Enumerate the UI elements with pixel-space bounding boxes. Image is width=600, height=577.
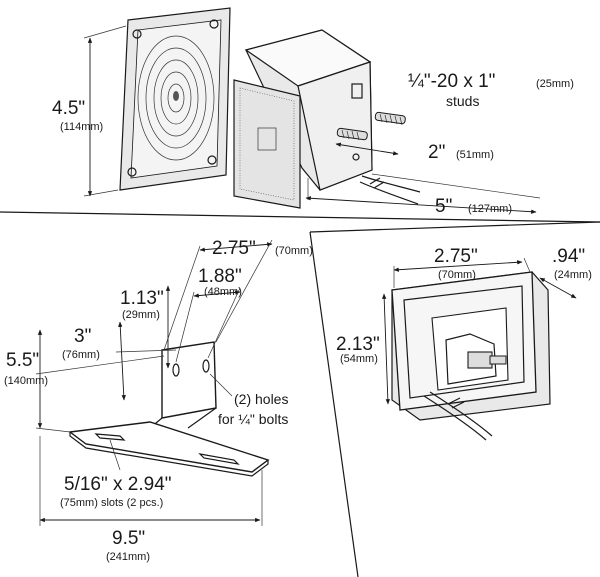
reflector-window: [257, 127, 277, 151]
hole-spacing-mm: (48mm): [204, 286, 242, 298]
lens-rings: [137, 35, 215, 161]
light-assembly-illustration: 4.5" (114mm) ¼"-20 x 1" (25mm) studs 2" …: [52, 7, 574, 217]
reflector-texture: [239, 87, 295, 201]
holes-label-line1: (2) holes: [234, 391, 288, 407]
hole-height-in: 1.13": [120, 288, 164, 309]
side-inner-frame: [403, 285, 525, 399]
side-nut: [467, 351, 493, 369]
side-recess: [431, 307, 509, 391]
total-height-in: 5.5": [6, 350, 39, 371]
total-height-mm: (140mm): [4, 375, 48, 387]
mounting-studs: [336, 111, 406, 141]
wire-leads: [359, 175, 421, 205]
bracket-upper-plate: [161, 341, 217, 419]
slots-label-line2: (75mm) slots (2 pcs.): [60, 497, 163, 509]
bracket-hole-left: [172, 363, 180, 377]
top-divider-line: [0, 211, 600, 223]
studs-size-mm: (25mm): [536, 78, 574, 90]
base-width-mm: (241mm): [106, 551, 150, 563]
bracket-slot-right: [198, 453, 240, 465]
upper-height-mm: (76mm): [62, 349, 100, 361]
bracket-slot-left: [94, 433, 126, 441]
light-height-in: 4.5": [52, 98, 85, 119]
depth-mm: (127mm): [468, 203, 512, 215]
housing-clip: [351, 83, 363, 99]
stud-length-in: 2": [428, 142, 445, 163]
side-height-dimension-line: [382, 293, 390, 405]
bracket-width-mm: (70mm): [275, 245, 313, 257]
hole-spacing-dimension-line: [193, 290, 241, 298]
side-lip-dimension-line: [539, 277, 577, 299]
hole-height-mm: (29mm): [122, 309, 160, 321]
side-height-mm: (54mm): [340, 353, 378, 365]
side-height-in: 2.13": [336, 334, 380, 355]
side-width-dimension-line: [393, 260, 523, 272]
holes-leader-line: [209, 373, 233, 397]
bracket-base-edge: [69, 432, 269, 477]
reflector-panel: [233, 79, 301, 209]
vertical-divider-line: [309, 231, 359, 577]
bracket-hole-right: [202, 359, 210, 373]
stud-length-dimension-line: [335, 142, 399, 156]
lens-screw-holes: [127, 19, 219, 177]
side-wire: [423, 395, 487, 441]
side-view-illustration: 2.75" (70mm) .94" (24mm) 2.13" (54mm): [336, 246, 592, 441]
upper-height-dimension-line: [118, 321, 126, 401]
base-width-in: 9.5": [112, 528, 145, 549]
upper-height-in: 3": [74, 326, 91, 347]
side-lip-mm: (24mm): [554, 269, 592, 281]
studs-word: studs: [446, 93, 479, 109]
side-lip-in: .94": [552, 246, 585, 267]
bracket-width-in: 2.75": [212, 238, 256, 259]
side-width-in: 2.75": [434, 246, 478, 267]
bracket-base-plate: [68, 421, 270, 473]
stud-length-mm: (51mm): [456, 149, 494, 161]
panel-dividers: [0, 211, 600, 577]
side-stud: [489, 355, 507, 365]
bracket-width-dimension-line: [199, 242, 273, 252]
depth-in: 5": [435, 196, 452, 217]
right-divider-line: [309, 221, 600, 233]
studs-size-label: ¼"-20 x 1": [408, 71, 495, 92]
slots-leader-line: [109, 439, 121, 471]
depth-dimension-line: [305, 196, 537, 214]
light-height-mm: (114mm): [60, 121, 103, 133]
slots-label-line1: 5/16" x 2.94": [64, 474, 172, 495]
holes-label-line2: for ¼" bolts: [218, 411, 288, 427]
side-width-mm: (70mm): [438, 269, 476, 281]
hole-spacing-in: 1.88": [198, 266, 242, 287]
bracket-illustration: 2.75" (70mm) 1.88" (48mm) 1.13" (29mm) 3…: [4, 238, 313, 563]
